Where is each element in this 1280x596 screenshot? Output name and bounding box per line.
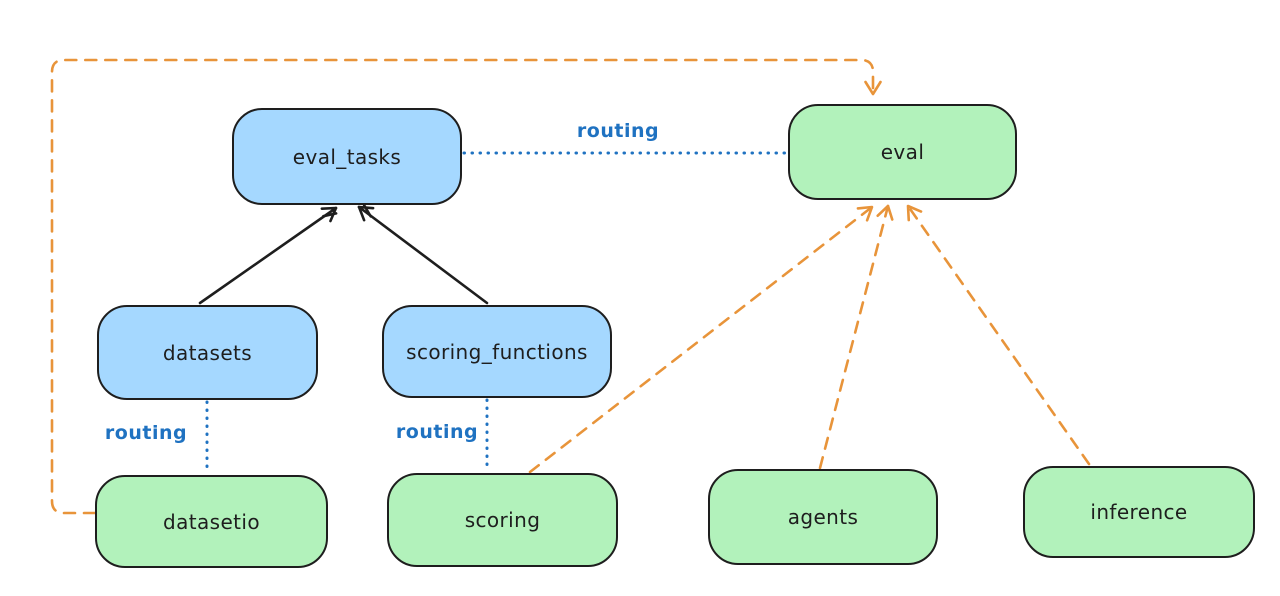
- routing-label-middle: routing: [395, 421, 479, 443]
- edge-datasetio-to-eval: [50, 58, 882, 515]
- node-scoring-label: scoring: [464, 508, 541, 532]
- edge-datasets-to-eval-tasks: [198, 206, 338, 305]
- node-scoring-functions-label: scoring_functions: [406, 339, 588, 364]
- node-scoring-functions: scoring_functions: [382, 305, 612, 398]
- edge-scoring-to-eval: [528, 205, 874, 474]
- node-inference: inference: [1023, 466, 1255, 558]
- node-datasetio-label: datasetio: [162, 509, 260, 534]
- node-eval-tasks-label: eval_tasks: [292, 144, 402, 169]
- node-eval-tasks: eval_tasks: [232, 108, 462, 205]
- node-agents-label: agents: [787, 505, 859, 529]
- edge-agents-to-eval: [818, 204, 894, 470]
- node-agents: agents: [708, 469, 938, 565]
- node-inference-label: inference: [1090, 500, 1188, 524]
- node-datasetio: datasetio: [95, 475, 328, 568]
- edge-scoring-functions-to-eval-tasks: [357, 203, 489, 305]
- node-eval: eval: [788, 104, 1017, 200]
- node-datasets: datasets: [97, 305, 318, 400]
- routing-label-top: routing: [576, 120, 660, 142]
- node-datasets-label: datasets: [162, 340, 253, 365]
- node-eval-label: eval: [880, 140, 925, 164]
- edge-inference-to-eval: [906, 204, 1091, 466]
- node-scoring: scoring: [387, 473, 618, 567]
- routing-label-left: routing: [104, 422, 188, 444]
